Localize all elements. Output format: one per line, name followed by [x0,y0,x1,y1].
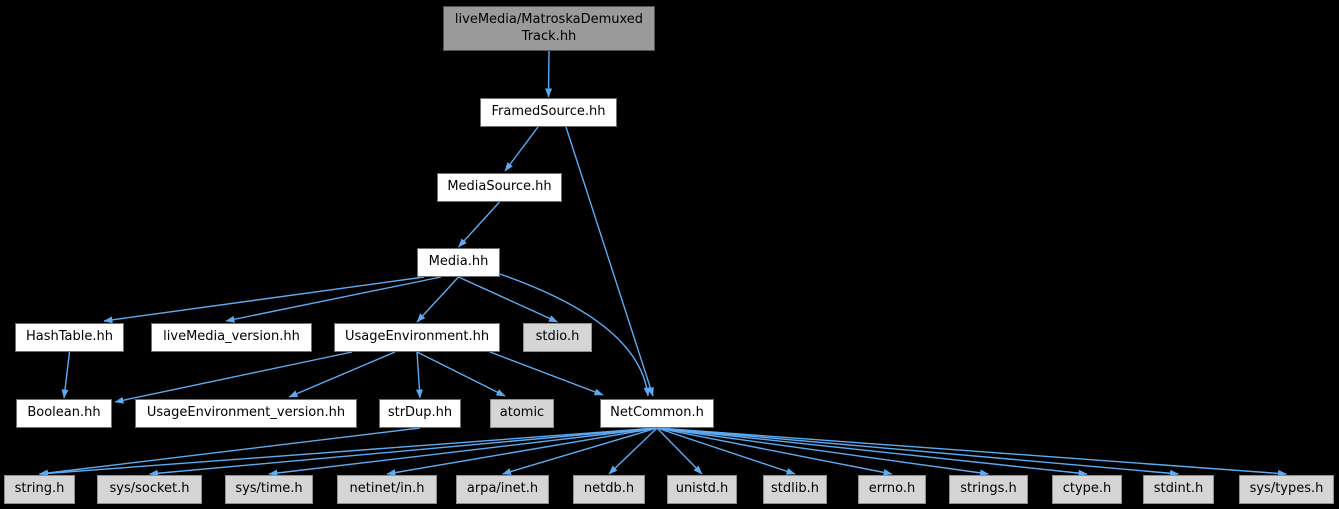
edge-netcommon-to-sys_types [656,427,1287,477]
graph-node-stdio: stdio.h [523,323,592,352]
graph-node-sys_time: sys/time.h [225,475,313,504]
graph-node-string: string.h [4,475,75,504]
edge-netcommon-to-arpa_inet [502,427,658,475]
edge-netcommon-to-sys_time [268,427,658,477]
edge-netcommon-to-stdint [656,427,1179,477]
graph-node-ue_version[interactable]: UsageEnvironment_version.hh [135,399,357,428]
edge-usageenvironment-to-ue_version [288,351,396,398]
edge-strdup-to-string [39,427,421,477]
edge-mediasource-to-media [457,201,501,248]
edge-netcommon-to-string [39,427,658,477]
graph-node-stdlib: stdlib.h [763,475,827,504]
edge-usageenvironment-to-netcommon [489,351,604,396]
graph-node-framedsource[interactable]: FramedSource.hh [480,98,617,127]
graph-node-netdb: netdb.h [573,475,645,504]
edge-netcommon-to-sys_socket [149,427,658,477]
edge-framedsource-to-netcommon [565,126,654,397]
graph-node-sys_types: sys/types.h [1239,475,1334,504]
edge-media-to-usageenvironment [416,276,460,323]
edge-media-to-hashtable [103,276,425,324]
graph-node-netcommon[interactable]: NetCommon.h [600,399,714,428]
edge-netcommon-to-netinet_in [386,427,658,477]
edge-usageenvironment-to-strdup [415,351,423,399]
edge-media-to-stdio [458,276,558,323]
graph-node-hashtable[interactable]: HashTable.hh [15,323,124,352]
graph-node-sys_socket: sys/socket.h [97,475,202,504]
edge-media-to-netcommon [496,272,651,397]
edge-netcommon-to-errno [656,427,893,476]
graph-node-livemedia_version[interactable]: liveMedia_version.hh [151,323,312,352]
graph-node-unistd: unistd.h [667,475,737,504]
edge-root-to-framedsource [545,50,553,98]
edge-netcommon-to-stdlib [656,427,796,475]
graph-node-root: liveMedia/MatroskaDemuxed Track.hh [443,6,655,51]
edge-netcommon-to-netdb [608,427,658,475]
edge-hashtable-to-boolean [61,351,71,399]
graph-node-boolean[interactable]: Boolean.hh [16,399,112,428]
graph-node-errno: errno.h [858,475,926,504]
graph-node-strings: strings.h [949,475,1028,504]
graph-node-stdint: stdint.h [1143,475,1214,504]
graph-node-mediasource[interactable]: MediaSource.hh [437,173,562,202]
edge-media-to-livemedia_version [225,276,442,323]
edge-usageenvironment-to-boolean [114,351,353,404]
graph-node-ctype: ctype.h [1052,475,1122,504]
edge-netcommon-to-unistd [656,427,703,475]
graph-node-usageenvironment[interactable]: UsageEnvironment.hh [334,323,500,352]
edge-netcommon-to-strings [656,427,989,477]
edge-framedsource-to-mediasource [504,126,539,172]
graph-node-netinet_in: netinet/in.h [337,475,437,504]
graph-node-atomic: atomic [490,399,554,428]
graph-node-media[interactable]: Media.hh [417,248,500,277]
edge-netcommon-to-ctype [656,427,1088,477]
graph-node-arpa_inet: arpa/inet.h [456,475,549,504]
graph-node-strdup[interactable]: strDup.hh [379,399,461,428]
edge-usageenvironment-to-atomic [416,351,506,397]
